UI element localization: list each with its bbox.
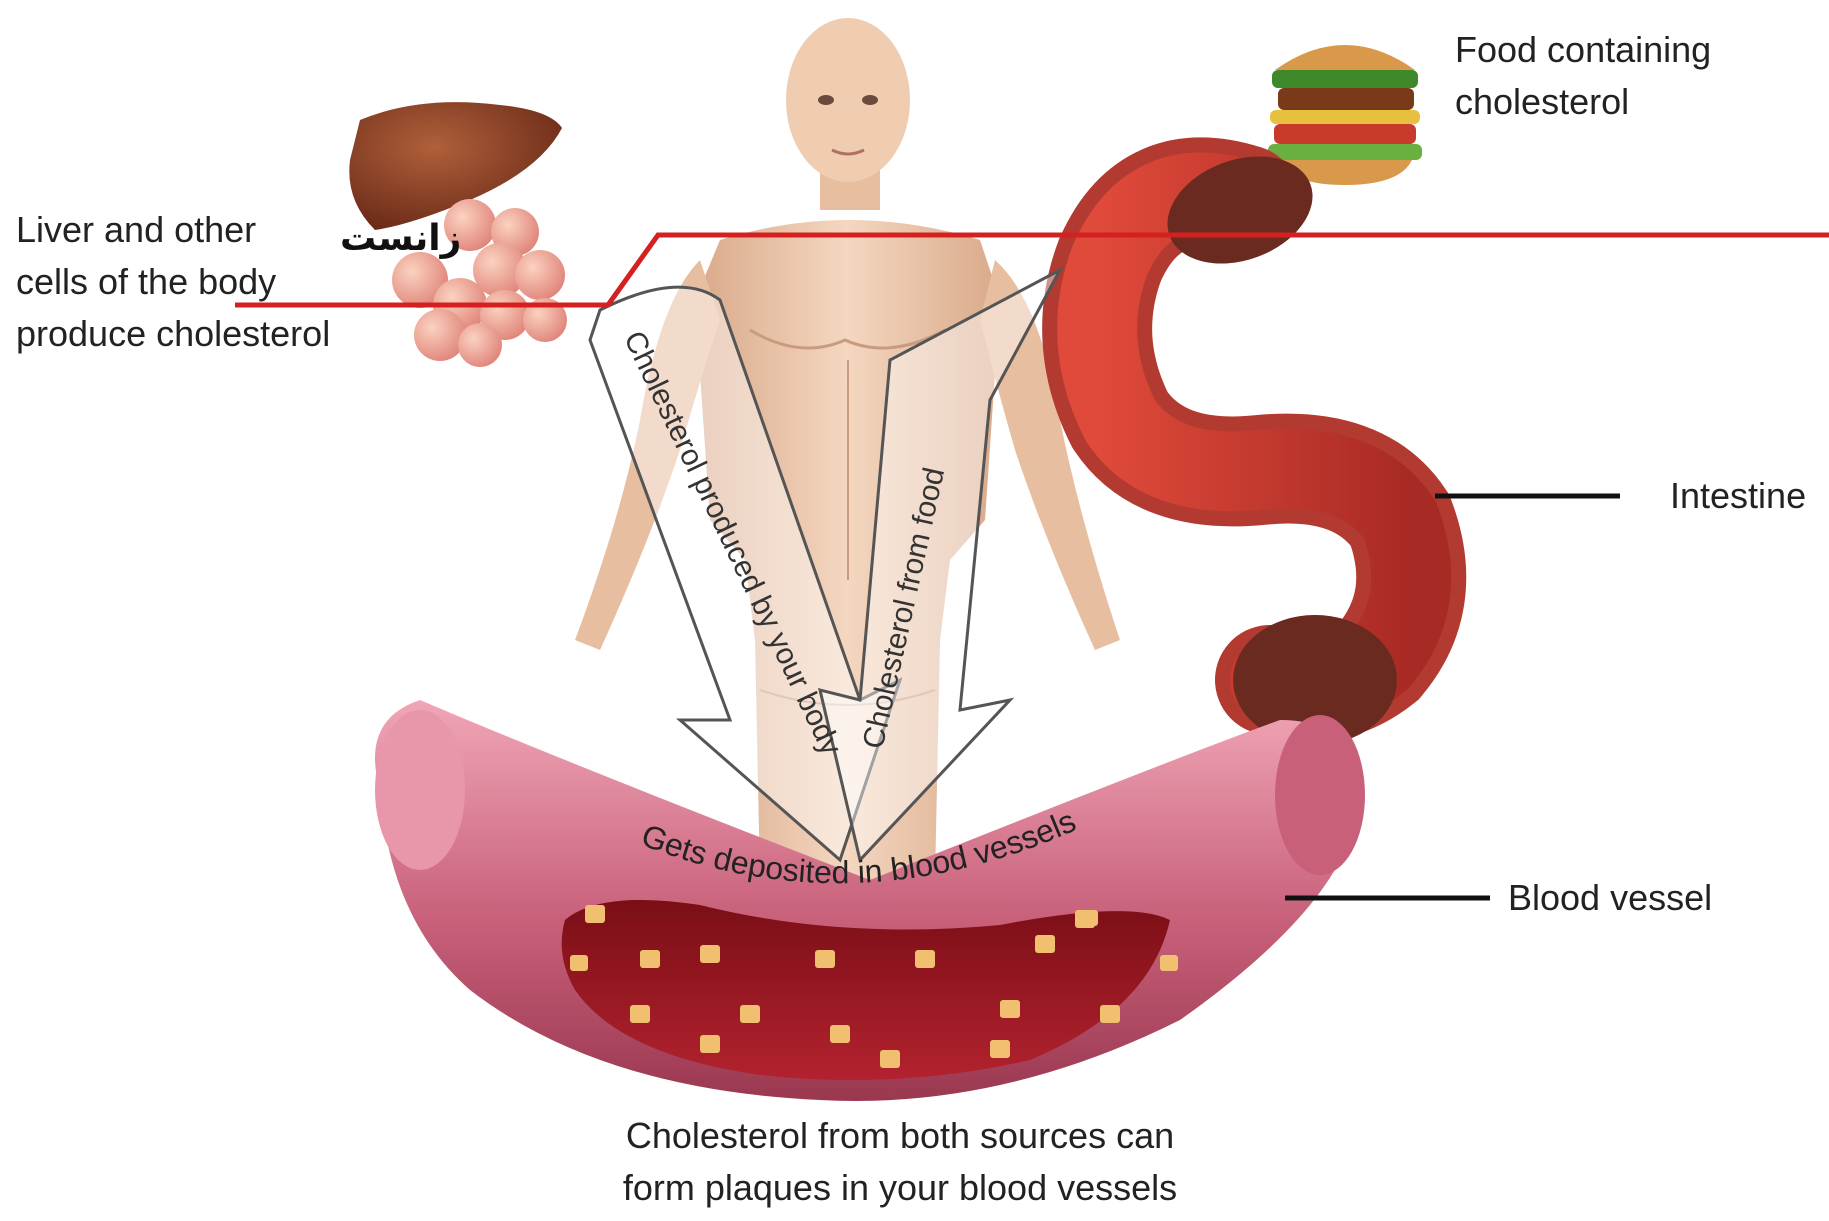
intestine-illustration <box>1097 137 1411 745</box>
caption-line-2: form plaques in your blood vessels <box>0 1162 1800 1214</box>
liver-label: Liver and other cells of the body produc… <box>16 204 330 360</box>
caption: Cholesterol from both sources can form p… <box>0 1110 1800 1214</box>
caption-line-1: Cholesterol from both sources can <box>0 1110 1800 1162</box>
intestine-label: Intestine <box>1670 470 1806 522</box>
food-label-line-1: Food containing <box>1455 24 1711 76</box>
liver-label-line-3: produce cholesterol <box>16 308 330 360</box>
food-label-line-2: cholesterol <box>1455 76 1711 128</box>
food-label: Food containing cholesterol <box>1455 24 1711 128</box>
blood-vessel-label: Blood vessel <box>1508 872 1712 924</box>
liver-label-line-2: cells of the body <box>16 256 330 308</box>
watermark: زانست <box>340 218 461 259</box>
liver-label-line-1: Liver and other <box>16 204 330 256</box>
